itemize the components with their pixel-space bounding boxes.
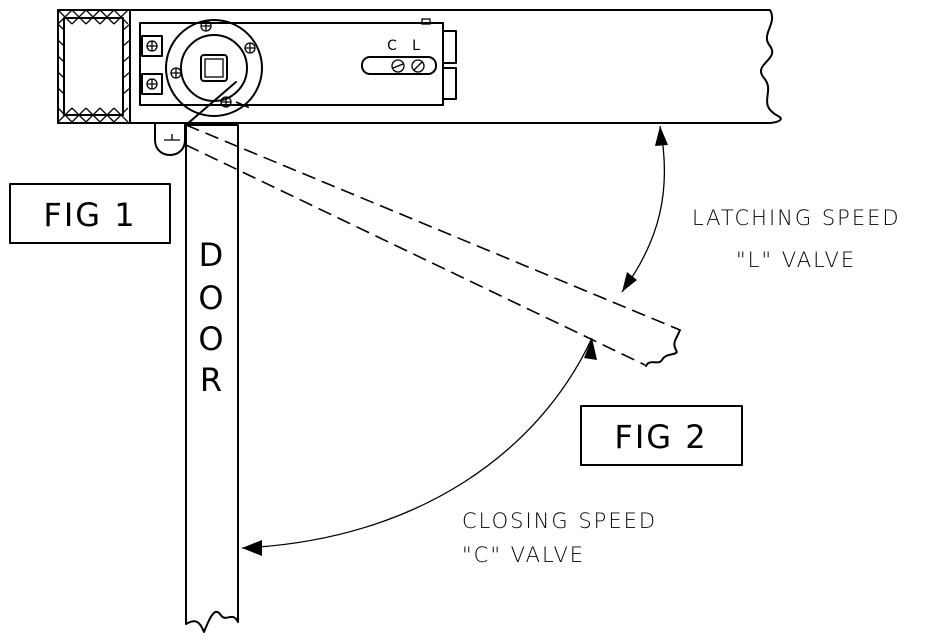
fig2-label-box: FIG 2 (580, 405, 743, 466)
door-letter-o1: O (198, 279, 225, 317)
header-frame (57, 9, 782, 124)
spindle-hub (165, 19, 263, 117)
latching-speed-line1: LATCHING SPEED (692, 206, 901, 230)
fig1-label-box: FIG 1 (9, 183, 171, 244)
latching-speed-arc (621, 125, 668, 293)
closing-speed-arc (241, 337, 597, 556)
fig2-text: FIG 2 (614, 418, 707, 456)
arm-line (185, 81, 237, 126)
latching-speed-line2: "L" VALVE (736, 248, 856, 272)
closer-body (139, 18, 457, 106)
valve-c-mark: C (387, 38, 397, 54)
door-label: D O O R (198, 236, 226, 399)
door-letter-o2: O (198, 320, 225, 358)
closing-speed-line2: "C" VALVE (462, 543, 585, 567)
door-closed (185, 124, 239, 633)
fig1-text: FIG 1 (43, 196, 136, 234)
door-letter-d: D (199, 236, 226, 274)
door-letter-r: R (200, 361, 224, 399)
door-open-dashed (185, 101, 681, 367)
closing-speed-line1: CLOSING SPEED (462, 509, 657, 533)
pivot-pocket (57, 9, 131, 124)
pivot-knuckle (154, 122, 186, 156)
valve-l-mark: L (412, 38, 420, 54)
